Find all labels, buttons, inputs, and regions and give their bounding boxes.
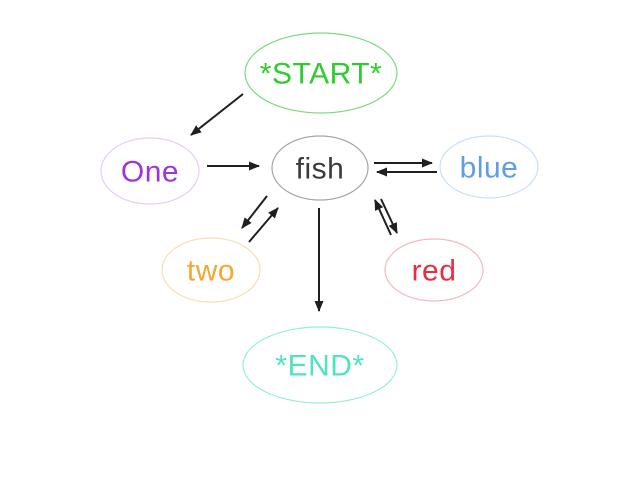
node-red: red — [384, 238, 484, 302]
node-blue-ellipse — [439, 135, 539, 199]
node-blue-label: blue — [460, 152, 519, 185]
node-blue: blue — [439, 135, 539, 199]
node-red-ellipse — [384, 238, 484, 302]
node-one-label: One — [121, 156, 179, 189]
edge-fish-to-two — [241, 195, 268, 229]
node-one-ellipse — [100, 137, 200, 205]
node-red-label: red — [412, 255, 457, 288]
edge-fish-to-red — [380, 198, 398, 234]
node-start-label: *START* — [260, 58, 382, 91]
node-fish-label: fish — [296, 153, 345, 186]
edge-red-to-fish — [374, 199, 392, 236]
edge-start-to-one — [190, 93, 244, 136]
node-end: *END* — [242, 326, 398, 404]
node-two-ellipse — [161, 237, 261, 303]
node-end-label: *END* — [275, 350, 364, 383]
node-fish-ellipse — [271, 135, 369, 201]
node-fish: fish — [271, 135, 369, 201]
edge-layer — [190, 93, 437, 312]
node-one: One — [100, 137, 200, 205]
node-two-label: two — [187, 255, 235, 288]
node-start-ellipse — [244, 32, 398, 114]
edge-two-to-fish — [248, 207, 279, 243]
node-two: two — [161, 237, 261, 303]
node-start: *START* — [244, 32, 398, 114]
node-end-ellipse — [242, 326, 398, 404]
